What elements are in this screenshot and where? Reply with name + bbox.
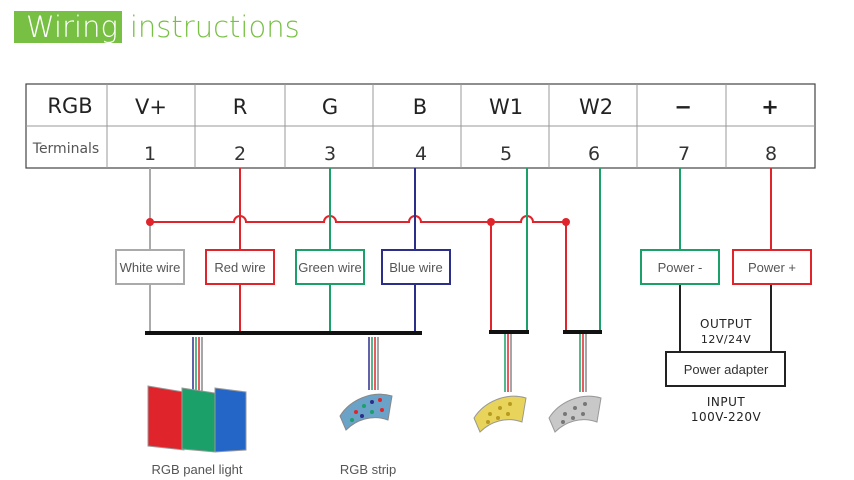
- rgb-panel-caption: RGB panel light: [151, 462, 242, 477]
- output-label: OUTPUT: [700, 317, 752, 331]
- power-positive-label: Power +: [748, 260, 796, 275]
- column-header: +: [761, 95, 779, 119]
- wire-lines: [149, 168, 772, 352]
- rgb-panel-light-icon: [147, 337, 247, 453]
- power-adapter-box: [665, 351, 786, 387]
- column-header: W1: [489, 95, 523, 119]
- column-header: G: [322, 95, 338, 119]
- title-rest: instructions: [129, 10, 300, 44]
- cool-white-strip-icon: [548, 334, 602, 433]
- power-negative-label: Power -: [658, 260, 703, 275]
- terminal-number: 4: [415, 143, 427, 165]
- junction-dots: [146, 218, 570, 226]
- wire-labels: White wire Red wire Green wire Blue wire…: [115, 249, 812, 285]
- page-title: Wiring instructions: [14, 10, 300, 44]
- input-label: INPUT: [707, 395, 746, 409]
- white-wire-label: White wire: [120, 260, 181, 275]
- terminal-number: 1: [144, 143, 156, 165]
- rgb-strip-caption: RGB strip: [340, 462, 396, 477]
- terminal-number: 7: [678, 143, 690, 165]
- green-wire-label: Green wire: [298, 260, 362, 275]
- w2-bar: [563, 330, 602, 334]
- junction-dot: [487, 218, 495, 226]
- power-adapter-group: OUTPUT 12V/24V Power adapter INPUT 100V-…: [665, 317, 786, 424]
- table-header-rgb: RGB: [47, 94, 92, 118]
- output-voltage: 12V/24V: [701, 333, 751, 346]
- table-terminals-label: Terminals: [32, 141, 99, 157]
- column-header: V+: [135, 95, 167, 119]
- warm-white-strip-icon: [473, 334, 527, 433]
- power-adapter-label: Power adapter: [684, 362, 769, 377]
- terminal-number: 5: [500, 143, 512, 165]
- rgb-strip-icon: [339, 337, 393, 431]
- terminal-number: 6: [588, 143, 600, 165]
- terminal-number: 8: [765, 143, 777, 165]
- junction-dot: [562, 218, 570, 226]
- terminal-number: 3: [324, 143, 336, 165]
- input-voltage: 100V-220V: [691, 410, 762, 424]
- column-header: −: [674, 95, 692, 119]
- title-highlight: Wiring: [14, 11, 122, 43]
- terminal-table: RGB Terminals V+ R G B W1 W2 − + 1 2 3 4…: [25, 83, 816, 169]
- column-header: B: [413, 95, 427, 119]
- column-header: W2: [579, 95, 613, 119]
- w1-bar: [489, 330, 529, 334]
- common-bus-bar: [145, 331, 422, 335]
- terminal-number: 2: [234, 143, 246, 165]
- column-header: R: [233, 95, 248, 119]
- red-wire-label: Red wire: [214, 260, 265, 275]
- blue-wire-label: Blue wire: [389, 260, 442, 275]
- junction-dot: [146, 218, 154, 226]
